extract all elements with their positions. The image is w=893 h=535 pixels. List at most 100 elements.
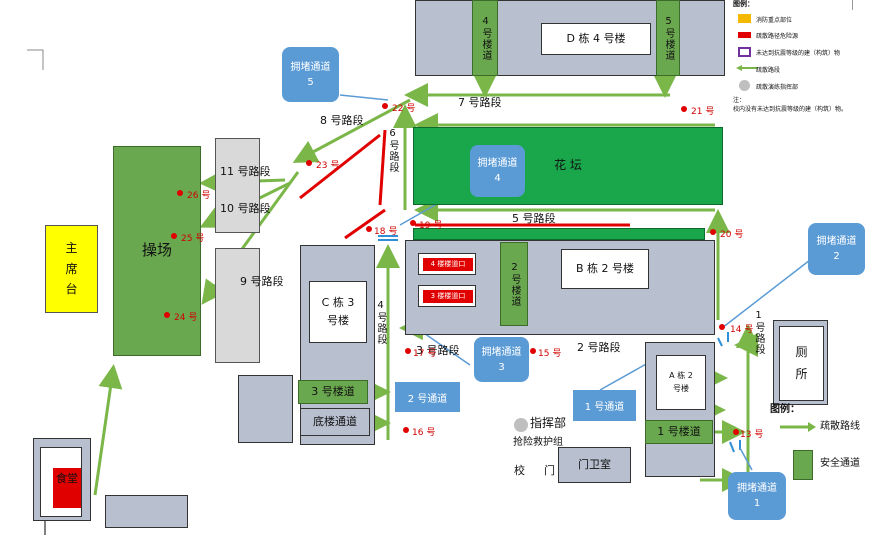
gate-right-char: 门 — [544, 464, 555, 477]
stair-c3: 3 号楼道 — [298, 380, 368, 404]
playground-label: 操场 — [141, 241, 172, 260]
building-b2-label: B 栋 2 号楼 — [575, 261, 635, 275]
building-b2: B 栋 2 号楼 4 楼楼道口 3 楼楼道口 — [405, 240, 715, 335]
building-a2-label: A 栋 2 号楼 — [669, 370, 693, 393]
legend-top-title: 图例： — [733, 0, 754, 8]
b2-room-1-label: 4 楼楼道口 — [423, 258, 473, 271]
canteen-building: 食堂 — [33, 438, 91, 521]
legend-bottom-route-arrow — [780, 422, 816, 432]
callout-jam-1: 拥堵通道 1 — [728, 472, 786, 520]
stair-d-right-label: 5号楼道 — [663, 15, 674, 61]
point-17-dot — [405, 348, 411, 354]
point-21-label: 21 号 — [691, 107, 715, 117]
playground: 操场 — [113, 146, 201, 356]
point-23-dot — [306, 160, 312, 166]
point-26-dot — [177, 190, 183, 196]
b2-room-2: 3 楼楼道口 — [418, 285, 476, 307]
legend-key-command — [739, 80, 750, 91]
point-24-label: 24 号 — [174, 313, 198, 323]
point-26-label: 26 号 — [187, 191, 211, 201]
callout-jam-5: 拥堵通道 5 — [282, 47, 339, 102]
legend-key-seismic — [738, 47, 751, 57]
point-18-dot — [366, 226, 372, 232]
b2-top-strip — [413, 228, 705, 240]
gate-left-char: 校 — [514, 464, 525, 477]
point-25-label: 25 号 — [181, 234, 205, 244]
c3-bottom-passage: 底楼通道 — [300, 408, 370, 436]
point-17-label: 17 号 — [413, 349, 437, 359]
point-19-label: 19 号 — [419, 221, 443, 231]
legend-label-seismic: 未达到抗震等级的建（构筑）物 — [756, 50, 841, 57]
legend-key-route-arrow — [736, 65, 758, 71]
point-23-label: 23 号 — [316, 161, 340, 171]
point-14-dot — [719, 324, 725, 330]
road-6-label: 6号路段 — [387, 128, 398, 173]
building-a2-label-box: A 栋 2 号楼 — [656, 355, 706, 410]
legend-bottom-title: 图例： — [770, 404, 800, 415]
legend-bottom-safe-label: 安全通道 — [820, 458, 860, 469]
road-11-label: 11 号路段 — [220, 165, 271, 178]
building-b2-label-box: B 栋 2 号楼 — [561, 249, 649, 289]
side-block-2 — [215, 248, 260, 363]
legend-top: 图例： 消防重点部位 疏散路径危险源 未达到抗震等级的建（构筑）物 疏散路段 疏… — [730, 0, 893, 120]
legend-label-danger: 疏散路径危险源 — [756, 33, 799, 40]
callout-jam-4-label: 拥堵通道 4 — [477, 158, 518, 184]
callout-jam-5-label: 拥堵通道 5 — [290, 61, 331, 88]
legend-key-fire — [738, 14, 751, 23]
toilet-label-box: 厕所 — [779, 326, 824, 401]
point-20-label: 20 号 — [720, 230, 744, 240]
command-post-title: 指挥部 — [530, 416, 567, 430]
toilet: 厕所 — [773, 320, 828, 405]
point-15-label: 15 号 — [538, 349, 562, 359]
gate-house-label: 门卫室 — [578, 457, 611, 471]
road-10-label: 10 号路段 — [220, 202, 271, 215]
point-15-dot — [530, 348, 536, 354]
stair-b-center: 2号楼道 — [500, 242, 528, 326]
callout-channel-1: 1 号通道 — [573, 390, 636, 421]
callout-channel-1-label: 1 号通道 — [584, 402, 625, 413]
point-16-dot — [403, 427, 409, 433]
point-21-dot — [681, 106, 687, 112]
side-block-1 — [215, 138, 260, 233]
point-13-label: 13 号 — [740, 430, 764, 440]
point-13-dot — [733, 429, 739, 435]
gate-house: 门卫室 — [558, 447, 631, 483]
page-corner-mark — [852, 0, 860, 10]
road-1-label: 1号路段 — [753, 310, 764, 355]
c3-bottom-passage-label: 底楼通道 — [313, 414, 357, 428]
legend-label-command: 疏散演练指挥部 — [756, 84, 799, 91]
point-16-label: 16 号 — [412, 428, 436, 438]
b2-room-1: 4 楼楼道口 — [418, 253, 476, 275]
stair-d-left: 4号楼道 — [472, 0, 498, 76]
building-small-left — [238, 375, 293, 443]
callout-channel-2: 2 号通道 — [395, 382, 460, 412]
road-7-label: 7 号路段 — [458, 96, 502, 109]
legend-note-body: 校内没有未达到抗震等级的建（构筑）物。 — [733, 106, 848, 113]
road-8-label: 8 号路段 — [320, 114, 364, 127]
road-9-label: 9 号路段 — [240, 275, 284, 288]
callout-jam-4: 拥堵通道 4 — [470, 145, 525, 197]
callout-jam-1-label: 拥堵通道 1 — [737, 483, 777, 509]
stair-d-left-label: 4号楼道 — [480, 15, 491, 61]
stair-c3-label: 3 号楼道 — [311, 384, 355, 398]
callout-jam-3-label: 拥堵通道 3 — [481, 346, 522, 373]
road-5-label: 5 号路段 — [512, 212, 556, 225]
building-d4-label: D 栋 4 号楼 — [566, 31, 626, 45]
command-post-marker — [514, 418, 528, 432]
legend-label-route: 疏散路段 — [756, 67, 781, 74]
stair-d-right: 5号楼道 — [656, 0, 680, 76]
point-18-label: 18 号 — [374, 227, 398, 237]
stair-a2: 1 号楼道 — [645, 420, 713, 444]
toilet-label: 厕所 — [795, 344, 808, 381]
road-4-label: 4号路段 — [375, 300, 386, 345]
legend-bottom-safe-key — [793, 450, 813, 480]
point-20-dot — [710, 229, 716, 235]
stair-b-center-label: 2号楼道 — [509, 261, 520, 307]
building-c3-label-box: C 栋 3 号楼 — [309, 281, 367, 343]
building-bottom-small — [105, 495, 188, 528]
callout-jam-2: 拥堵通道 2 — [808, 223, 865, 275]
point-14-label: 14 号 — [730, 325, 754, 335]
callout-jam-3: 拥堵通道 3 — [474, 337, 529, 382]
canteen-inner: 食堂 — [40, 447, 82, 517]
